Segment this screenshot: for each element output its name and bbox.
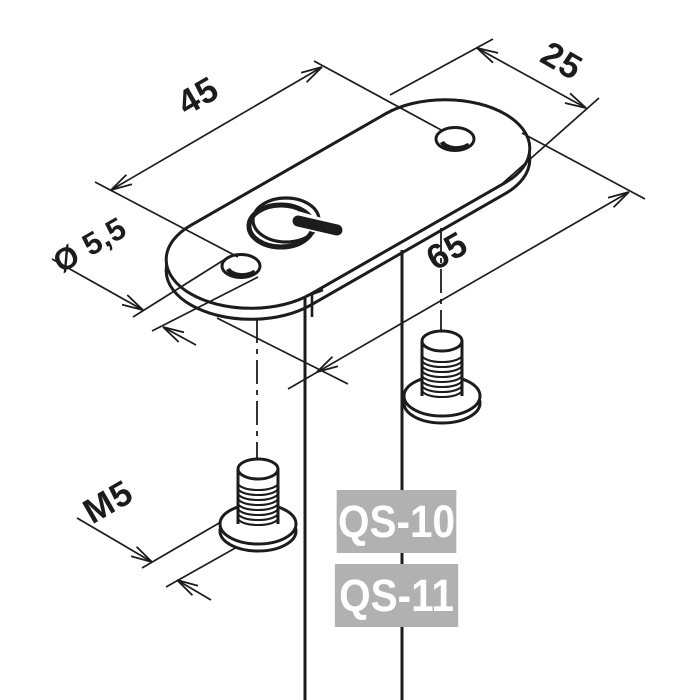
dim-45-line [110,66,323,191]
dim-45-text: 45 [171,69,226,123]
hole-right-countersink [439,140,471,151]
q-logo-tail [292,215,343,236]
part-label-qs-11: QS-11 [334,564,459,627]
dim-25-extension-lines [389,38,600,184]
dim-45-extension-lines [94,60,444,258]
dim-65-extension-lines [216,132,646,385]
plate-top-face [131,80,565,329]
dim-hole-tangent-lines [132,257,259,332]
screw-right [402,329,482,425]
dim-hole-tail [162,326,197,346]
hole-left-countersink [225,267,257,278]
dim-hole-line [51,258,144,311]
q-logo-icon [246,196,343,250]
dim-m5-line [76,517,153,563]
screw-left [218,457,298,553]
dim-25-line [476,47,587,109]
dim-m5-tail [176,579,212,601]
part-label-qs-10: QS-10 [336,490,457,553]
dim-25-text: 25 [534,34,589,88]
post-step-edge [310,288,324,317]
dim-65-text: 65 [420,224,475,278]
dim-65-line [287,191,630,390]
post [303,250,404,700]
mounting-plate [131,80,565,340]
dim-hole-text: Ø 5,5 [47,210,132,279]
